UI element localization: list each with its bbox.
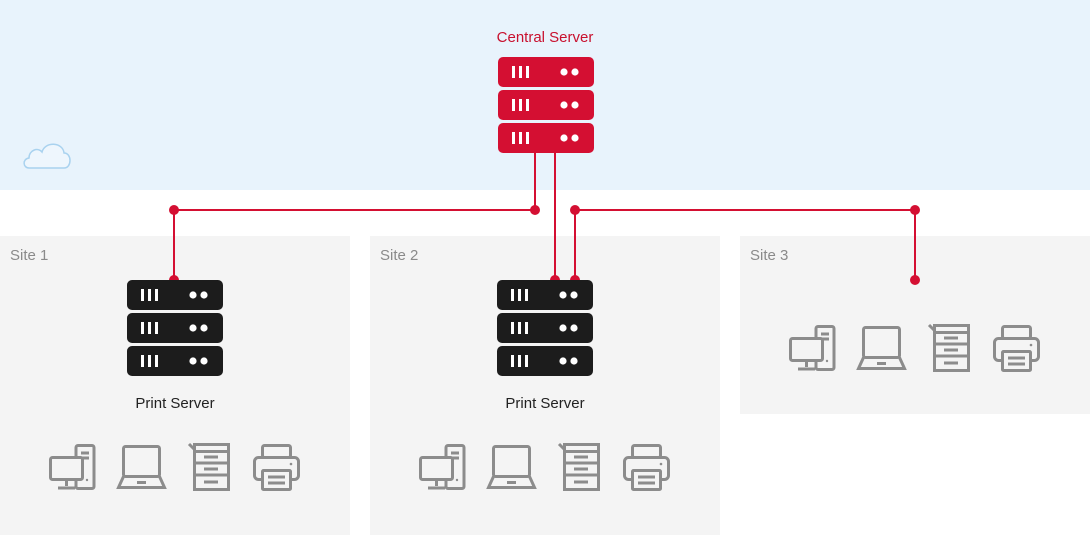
site-3-label: Site 3 <box>750 247 789 264</box>
copier-icon <box>187 442 230 491</box>
node-dot <box>570 205 580 215</box>
desktop-icon <box>789 325 836 371</box>
printer-icon <box>623 444 670 491</box>
link-central-to-site1 <box>173 152 536 280</box>
central-server-label: Central Server <box>496 29 594 46</box>
desktop-icon <box>419 444 466 490</box>
central-server-icon <box>498 57 594 153</box>
laptop-icon <box>857 326 906 370</box>
copier-icon <box>557 442 600 491</box>
printer-icon <box>253 444 300 491</box>
cloud-icon <box>23 143 71 169</box>
site-2-label: Site 2 <box>380 247 419 264</box>
laptop-icon <box>487 445 536 489</box>
node-dot <box>530 205 540 215</box>
site2-print-server-icon <box>497 280 593 376</box>
link-site2-to-site3 <box>574 209 916 280</box>
copier-icon <box>927 323 970 372</box>
node-dot <box>169 205 179 215</box>
node-dot <box>910 205 920 215</box>
site1-print-server-icon <box>127 280 223 376</box>
printer-icon <box>993 325 1040 372</box>
connection-lines <box>173 152 916 280</box>
site-1-label: Site 1 <box>10 247 49 264</box>
laptop-icon <box>117 445 166 489</box>
desktop-icon <box>49 444 96 490</box>
site2-print-server-label: Print Server <box>505 395 585 412</box>
site1-print-server-label: Print Server <box>135 395 215 412</box>
node-dot <box>910 275 920 285</box>
connection-nodes <box>169 205 920 285</box>
